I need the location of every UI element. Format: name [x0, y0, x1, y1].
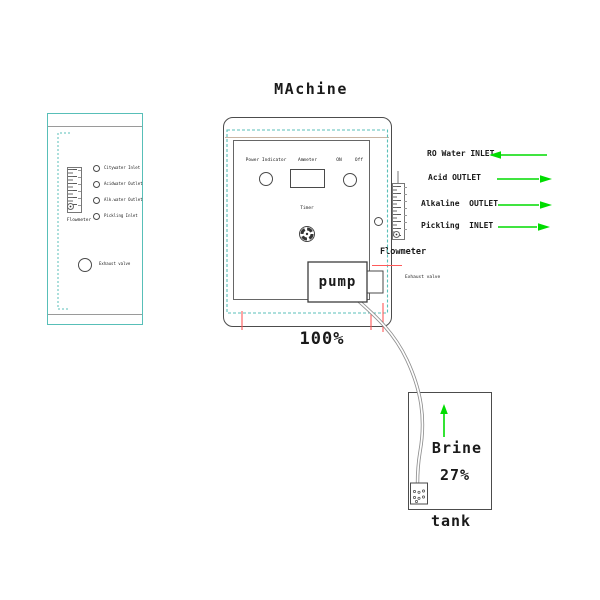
connection-label-acid-outlet: Acid OUTLET	[428, 173, 481, 182]
port-circle-citywater	[93, 164, 100, 172]
right-flowmeter-ticks	[393, 186, 401, 237]
right-flowmeter-float	[393, 231, 400, 238]
machine-outline	[223, 117, 392, 327]
right-exhaust-valve-label: Exhaust valve	[405, 275, 441, 280]
on-label: ON	[336, 158, 342, 163]
left-cabinet-outline	[47, 113, 143, 325]
timer-label: Timer	[300, 206, 314, 211]
tank-concentration: 27%	[439, 466, 471, 484]
alkaline-arrowhead-right	[540, 201, 552, 209]
port-circle-alkwater	[93, 196, 100, 204]
left-flowmeter-label: Flowmeter	[66, 218, 92, 223]
off-label: Off	[354, 158, 364, 163]
power-indicator-lamp	[259, 172, 273, 186]
port-circle-acidwater	[93, 180, 100, 188]
left-exhaust-valve-circle	[78, 258, 92, 272]
ammeter-display	[290, 169, 325, 188]
right-flowmeter-scale-numbers	[404, 187, 407, 235]
port-label: Citywater Inlet	[104, 164, 141, 170]
pickling-arrowhead-right	[538, 223, 550, 231]
connection-label-pickling-inlet: Pickling INLET	[421, 221, 494, 230]
flow-arrows	[489, 151, 552, 231]
port-label: Acidwater Outlet	[104, 180, 143, 186]
machine-top-seam	[225, 137, 389, 138]
port-circle-pickling	[93, 212, 100, 220]
on-off-switch	[343, 173, 357, 187]
connection-label-alkaline-outlet: Alkaline OUTLET	[421, 199, 499, 208]
cabinet-top-seam	[48, 126, 142, 127]
left-flowmeter-minor-ticks	[68, 169, 73, 211]
acid-arrowhead-right	[540, 175, 552, 183]
side-port-circle	[374, 217, 383, 226]
power-indicator-label: Power Indicator	[245, 158, 287, 163]
tank-label: tank	[430, 512, 472, 530]
left-exhaust-valve-label: Exhaust valve	[99, 261, 131, 266]
right-flowmeter-minor-ticks	[393, 186, 397, 237]
connection-label-ro-water-inlet: RO Water INLET	[427, 149, 495, 158]
left-flowmeter-scale-numbers	[78, 170, 81, 210]
machine-title: MAchine	[274, 80, 348, 98]
machine-load-percent: 100%	[299, 329, 345, 349]
left-flowmeter-float	[67, 203, 74, 210]
port-label: Alk.water Outlet	[104, 196, 143, 202]
tank-content-label: Brine	[431, 439, 483, 457]
port-label: Pickling Inlet	[104, 212, 138, 218]
machine-control-panel	[233, 140, 370, 300]
cabinet-bottom-seam	[48, 314, 142, 315]
ammeter-label: Ammeter	[298, 158, 317, 163]
right-flowmeter-label: Flowmeter	[380, 247, 427, 257]
